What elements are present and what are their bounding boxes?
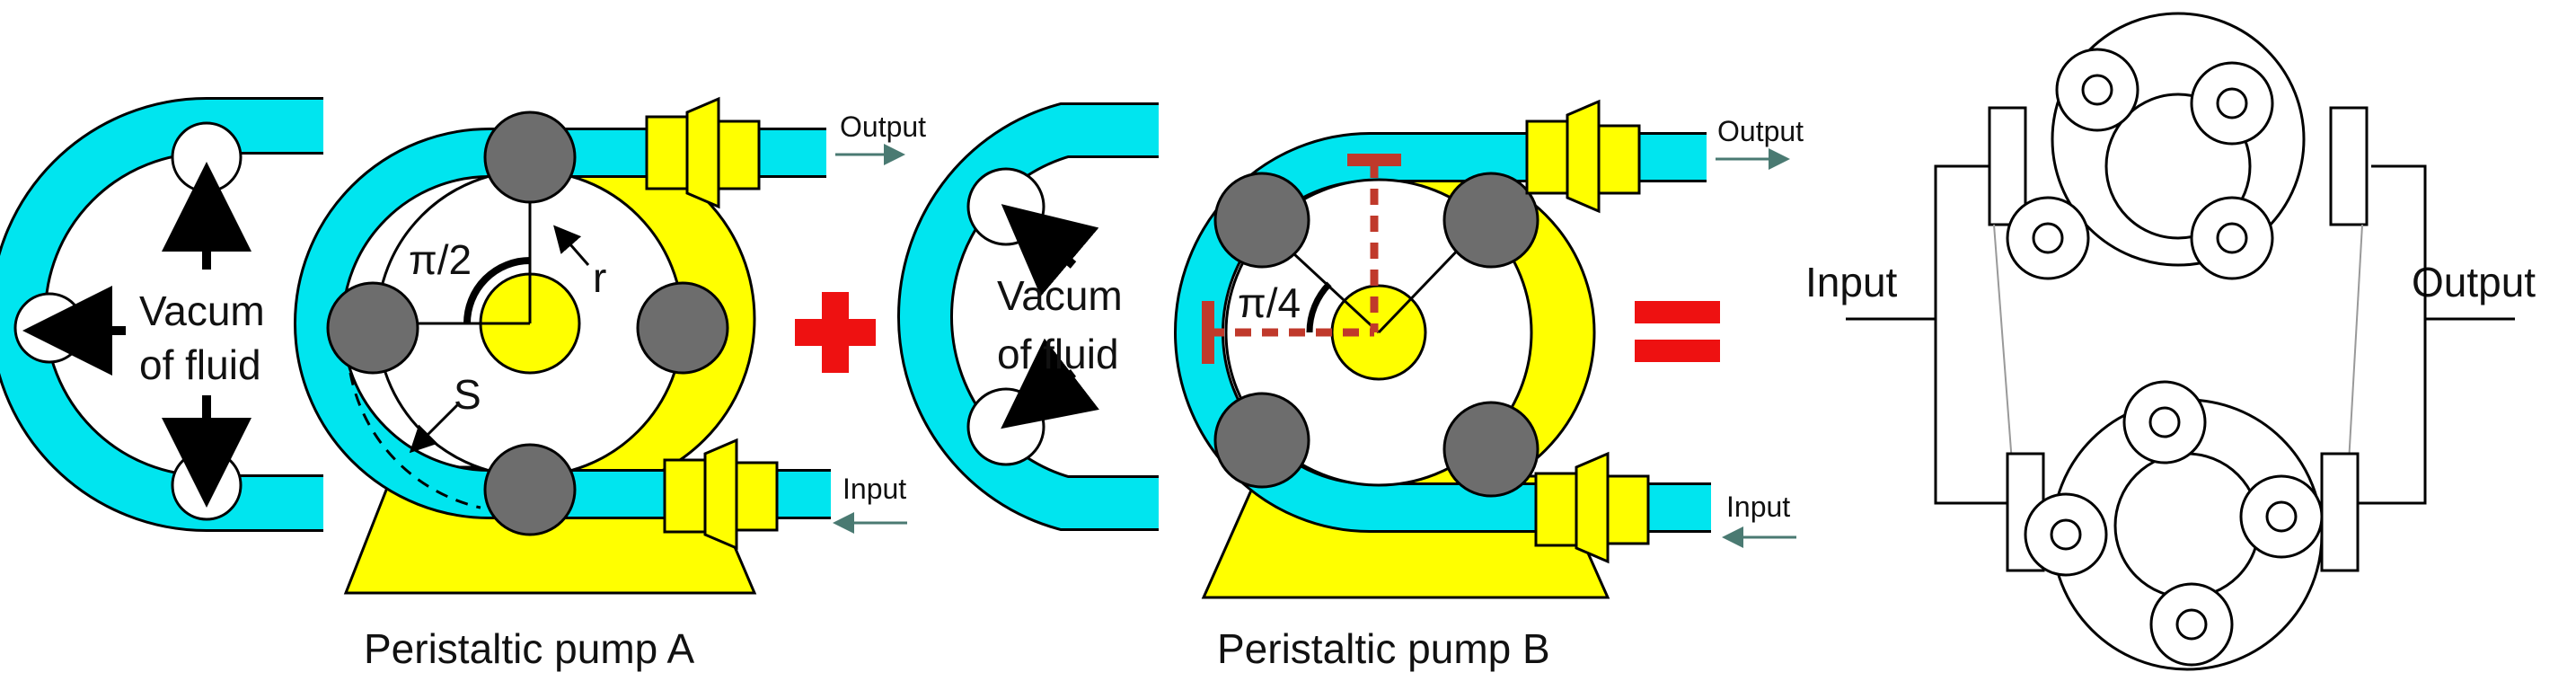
output-label-a: Output (840, 111, 926, 143)
pump-a-input-fitting (663, 438, 779, 551)
input-label-b: Input (1726, 491, 1790, 523)
arrow-upper-left-icon (1001, 204, 1099, 296)
pump-b: π/4 Output Input Peristaltic pump B (1174, 99, 1804, 672)
combined-pump-schematic: Input Output (1805, 12, 2536, 671)
vacuum-label-mid-line2: of fluid (997, 331, 1119, 377)
vacuum-label-line1: Vacum (139, 288, 265, 334)
pump-a-roller-bottom (483, 443, 577, 536)
plus-operator-icon (795, 292, 876, 373)
pump-b-output-fitting (1525, 99, 1641, 214)
caption-pump-a: Peristaltic pump A (364, 625, 694, 672)
angle-label-a: π/2 (409, 236, 472, 283)
radius-label: r (593, 254, 606, 301)
pump-a-output-fitting (645, 96, 761, 209)
arc-length-arrow-icon (409, 402, 460, 454)
vacuum-tube-left: Vacum of fluid (0, 97, 323, 532)
pump-b-roller-upper-left (1213, 172, 1310, 269)
arrow-lower-left-icon (1001, 338, 1099, 429)
pump-b-roller-lower-right (1442, 401, 1539, 498)
vacuum-tube-middle: Vacum of fluid (896, 102, 1159, 531)
pump-a-roller-right (636, 281, 729, 375)
top-roller-1 (2055, 48, 2139, 132)
output-label-b: Output (1717, 115, 1804, 147)
combined-output-label: Output (2412, 259, 2536, 305)
arc-length-s (348, 372, 481, 509)
angle-label-b: π/4 (1238, 279, 1301, 326)
radius-arrow-icon (553, 225, 590, 266)
pump-b-roller-upper-right (1442, 172, 1539, 269)
vacuum-label-mid-line1: Vacum (997, 272, 1123, 319)
bottom-roller-3 (2239, 474, 2324, 559)
bottom-roller-4 (2149, 582, 2234, 667)
top-roller-2 (2190, 61, 2274, 146)
pump-b-input-fitting (1534, 451, 1650, 564)
pump-b-roller-lower-left (1213, 392, 1310, 489)
bottom-roller-1 (2122, 380, 2207, 464)
top-roller-3 (2006, 196, 2090, 280)
equals-operator-icon (1635, 301, 1720, 362)
arc-length-label: S (454, 371, 481, 418)
pump-a: π/2 r S Output Input Peristaltic pump A (294, 96, 926, 672)
top-roller-4 (2190, 196, 2274, 280)
pump-a-roller-top (483, 111, 577, 204)
bottom-roller-2 (2024, 492, 2108, 577)
pump-a-roller-left (326, 281, 419, 375)
vacuum-label-line2: of fluid (139, 341, 261, 388)
caption-pump-b: Peristaltic pump B (1217, 625, 1550, 672)
input-label-a: Input (842, 473, 906, 505)
combined-input-label: Input (1805, 259, 1898, 305)
